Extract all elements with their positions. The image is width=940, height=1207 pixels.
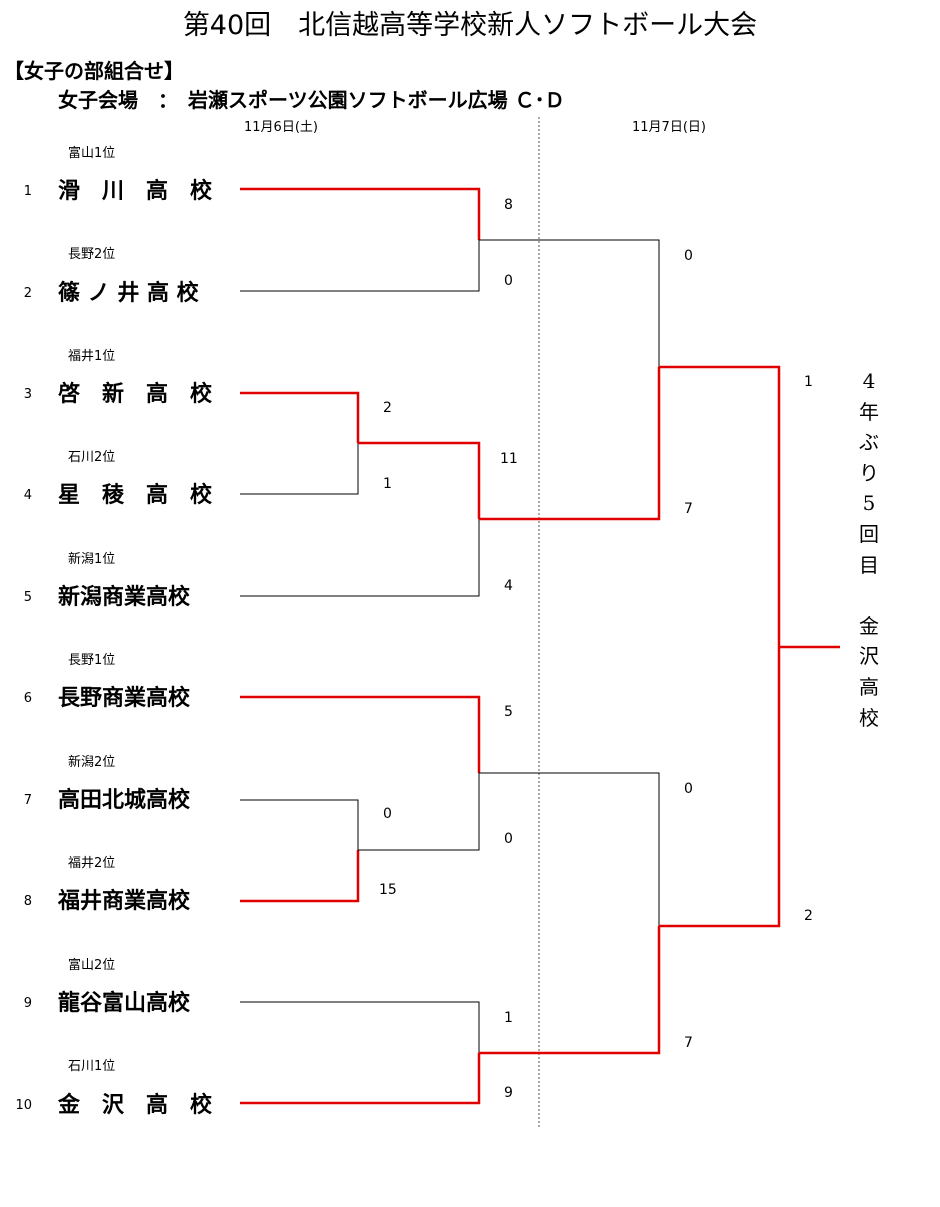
team-seed: 富山2位 bbox=[68, 958, 116, 973]
score: 2 bbox=[804, 908, 813, 924]
bracket-line bbox=[240, 695, 481, 773]
bracket-line bbox=[479, 926, 661, 1055]
champion-note-char bbox=[856, 580, 882, 611]
champion-note-char: 金 bbox=[859, 613, 879, 638]
champion-note-char: り bbox=[859, 460, 879, 485]
team-number: 8 bbox=[23, 894, 32, 909]
bracket-line bbox=[240, 391, 360, 443]
section-heading: 【女子の部組合せ】 bbox=[4, 59, 184, 83]
team-school: 長野商業高校 bbox=[58, 686, 191, 711]
champion-note: 4 年 ぶ り 5 回 目 金 沢 高 校 bbox=[856, 366, 882, 733]
team-seed: 石川2位 bbox=[68, 450, 116, 465]
champion-note-char: 沢 bbox=[859, 644, 879, 669]
bracket-line bbox=[479, 239, 660, 367]
score: 0 bbox=[504, 273, 513, 289]
team-school: 星 稜 高 校 bbox=[58, 483, 213, 508]
date-day2: 11月7日(日) bbox=[632, 120, 706, 135]
champion-note-char: ぶ bbox=[859, 430, 879, 455]
team-seed: 福井2位 bbox=[68, 856, 116, 871]
score: 0 bbox=[383, 806, 392, 822]
bracket-line bbox=[659, 647, 781, 928]
score: 1 bbox=[504, 1010, 513, 1026]
score: 5 bbox=[504, 704, 513, 720]
bracket-line bbox=[240, 240, 480, 292]
team-school: 篠 ノ 井 高 校 bbox=[58, 281, 199, 306]
bracket-line bbox=[240, 1053, 481, 1105]
bracket-line bbox=[240, 1001, 480, 1053]
team-number: 2 bbox=[23, 286, 32, 301]
bracket-line bbox=[240, 799, 359, 850]
score: 7 bbox=[684, 501, 693, 517]
score: 1 bbox=[383, 476, 392, 492]
team-number: 10 bbox=[15, 1098, 32, 1113]
bracket-line bbox=[240, 187, 481, 240]
bracket-line bbox=[240, 519, 480, 597]
bracket-line bbox=[358, 441, 481, 519]
team-seed: 福井1位 bbox=[68, 349, 116, 364]
bracket-line bbox=[358, 773, 480, 851]
team-number: 4 bbox=[23, 488, 32, 503]
team-school: 新潟商業高校 bbox=[58, 585, 191, 610]
bracket-line bbox=[240, 850, 360, 903]
champion-note-char: 回 bbox=[859, 521, 879, 546]
team-seed: 新潟2位 bbox=[68, 755, 116, 770]
bracket-line bbox=[479, 367, 661, 521]
team-seed: 長野1位 bbox=[68, 653, 116, 668]
team-number: 9 bbox=[23, 996, 32, 1011]
team-number: 3 bbox=[23, 387, 32, 402]
score: 7 bbox=[684, 1035, 693, 1051]
score: 11 bbox=[500, 451, 518, 467]
page-title: 第40回 北信越高等学校新人ソフトボール大会 bbox=[182, 10, 758, 41]
score: 0 bbox=[684, 781, 693, 797]
champion-note-char: 5 bbox=[862, 491, 876, 516]
team-number: 1 bbox=[23, 184, 32, 199]
team-school: 金 沢 高 校 bbox=[58, 1093, 213, 1118]
team-seed: 石川1位 bbox=[68, 1059, 116, 1074]
champion-note-char: 校 bbox=[859, 705, 879, 730]
team-seed: 富山1位 bbox=[68, 146, 116, 161]
champion-note-char: 目 bbox=[859, 552, 879, 577]
team-school: 滑 川 高 校 bbox=[58, 179, 213, 204]
score: 1 bbox=[804, 374, 813, 390]
team-school: 啓 新 高 校 bbox=[58, 382, 213, 407]
score: 4 bbox=[504, 578, 513, 594]
score: 8 bbox=[504, 197, 513, 213]
bracket-line bbox=[479, 772, 660, 926]
team-number: 5 bbox=[23, 590, 32, 605]
venue-label: 女子会場 ： 岩瀬スポーツ公園ソフトボール広場 Ｃ･Ｄ bbox=[58, 88, 565, 112]
team-number: 7 bbox=[23, 793, 32, 808]
score: 9 bbox=[504, 1085, 513, 1101]
team-number: 6 bbox=[23, 691, 32, 706]
team-school: 高田北城高校 bbox=[58, 788, 191, 813]
team-school: 龍谷富山高校 bbox=[58, 991, 191, 1016]
team-school: 福井商業高校 bbox=[58, 889, 191, 914]
team-seed: 長野2位 bbox=[68, 247, 116, 262]
score: 0 bbox=[504, 831, 513, 847]
score: 0 bbox=[684, 248, 693, 264]
date-day1: 11月6日(土) bbox=[244, 120, 318, 135]
champion-note-char: 4 bbox=[862, 369, 876, 393]
score: 15 bbox=[379, 882, 397, 898]
champion-note-char: 高 bbox=[859, 674, 879, 699]
bracket-line bbox=[240, 443, 359, 495]
champion-note-char: 年 bbox=[859, 399, 879, 424]
bracket-line bbox=[659, 365, 781, 647]
score: 2 bbox=[383, 400, 392, 416]
team-seed: 新潟1位 bbox=[68, 552, 116, 567]
